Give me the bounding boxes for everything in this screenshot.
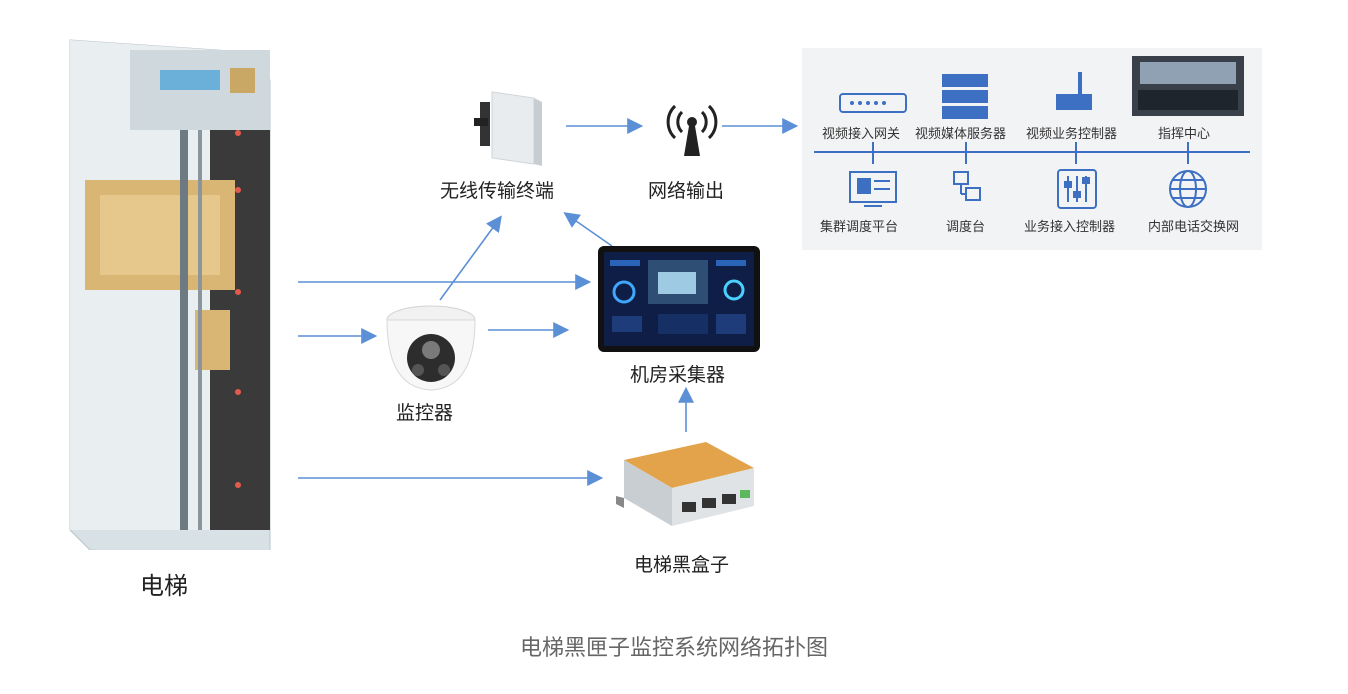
business-controller-icon [1056,72,1092,110]
gateway-icon [839,93,907,113]
dispatch-console-icon [953,171,981,201]
camera-label: 监控器 [396,402,454,424]
panel-bottom-label-3: 业务接入控制器 [1024,220,1116,235]
panel-bottom-label-1: 集群调度平台 [820,220,899,235]
network-label: 网络输出 [648,180,725,202]
arrow-collector-to-wireless [563,212,613,247]
collector-label: 机房采集器 [630,364,726,386]
globe-icon [1169,170,1207,208]
dome-camera-icon [376,300,486,392]
panel-bottom-label-4: 内部电话交换网 [1148,220,1240,235]
panel-top-label-3: 视频业务控制器 [1026,127,1118,142]
elevator-label: 电梯 [140,572,188,600]
command-center-photo [1132,56,1244,116]
arrow-camera-to-wireless [439,215,502,301]
media-server-icon [942,74,988,119]
system-panel: 视频接入网关 视频媒体服务器 视频业务控制器 指挥中心 集群调度平台 调度台 业… [802,48,1262,250]
dispatch-platform-icon [849,171,897,207]
panel-top-label-2: 视频媒体服务器 [915,127,1007,142]
panel-bottom-label-2: 调度台 [946,220,986,235]
collector-monitor-icon [598,246,760,352]
network-tower-icon [662,104,722,164]
blackbox-label: 电梯黑盒子 [634,554,730,576]
panel-top-label-4: 指挥中心 [1158,127,1211,142]
elevator-illustration [60,30,280,561]
diagram-caption: 电梯黑匣子监控系统网络拓扑图 [519,636,828,661]
panel-top-label-1: 视频接入网关 [822,127,901,142]
antenna-panel-icon [472,88,552,170]
blackbox-device-icon [614,438,760,534]
access-controller-icon [1057,169,1097,209]
wireless-label: 无线传输终端 [440,180,555,202]
